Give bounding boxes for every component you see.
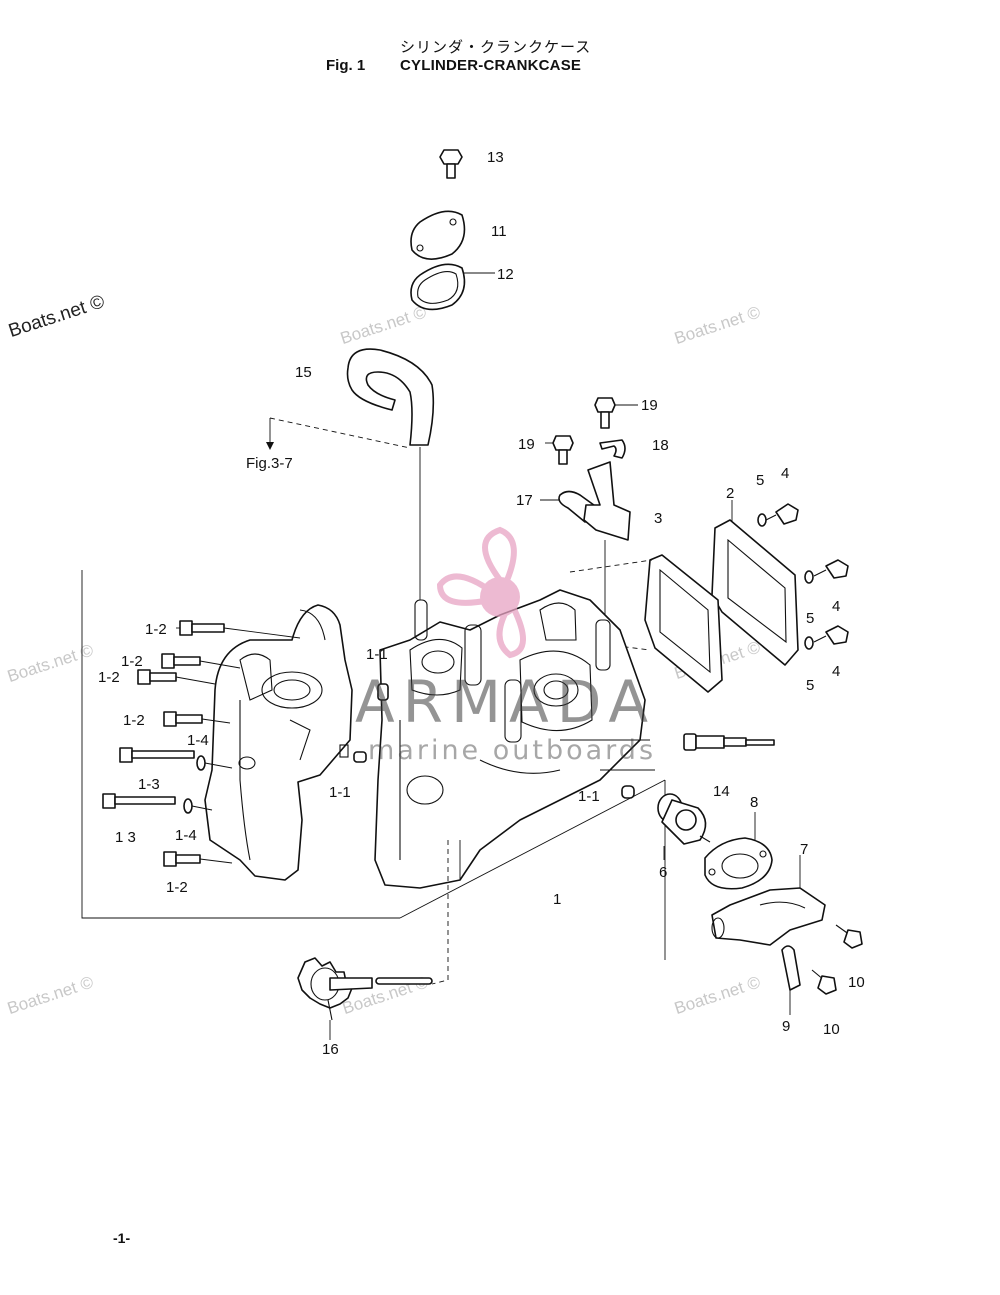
bolt-19-lower <box>552 435 574 465</box>
bolt-4-low <box>813 625 849 645</box>
callout-1-2-b: 1-2 <box>121 653 143 670</box>
callout-4-top: 4 <box>781 465 789 482</box>
callout-6: 6 <box>659 864 667 881</box>
callout-5-mid: 5 <box>806 610 814 627</box>
dowel-pin-1-1-top <box>377 683 389 701</box>
japanese-title: シリンダ・クランクケース <box>400 38 592 56</box>
callout-1-3-a: 1-3 <box>138 776 160 793</box>
armada-logo-icon <box>436 526 526 659</box>
cover-gasket <box>644 554 723 693</box>
callout-5-top: 5 <box>756 472 764 489</box>
dowel-pin-1-1-low <box>621 785 635 799</box>
callout-1-3-b: 1 3 <box>115 829 136 846</box>
callout-11: 11 <box>491 223 507 240</box>
callout-1-4-a: 1-4 <box>187 732 209 749</box>
hose-15 <box>346 348 435 446</box>
callout-2: 2 <box>726 485 734 502</box>
figure-title: CYLINDER-CRANKCASE <box>400 57 582 74</box>
callout-15: 15 <box>295 364 312 381</box>
crankcase-left-half <box>204 604 353 881</box>
gear-shaft-16 <box>297 957 433 1021</box>
callout-1-2-a: 1-2 <box>145 621 167 638</box>
washer-1-4-b <box>183 798 193 814</box>
page-number: -1- <box>113 1230 131 1246</box>
callout-1-2-c: 1-2 <box>98 669 120 686</box>
callout-9: 9 <box>782 1018 790 1035</box>
callout-12: 12 <box>497 266 514 283</box>
brand-watermark: ARMADA <box>355 668 657 736</box>
callout-1-2-d: 1-2 <box>123 712 145 729</box>
bolt-1-2-a <box>179 620 225 636</box>
callout-8: 8 <box>750 794 758 811</box>
bracket-3 <box>583 461 631 541</box>
bolt-1-2-d <box>163 711 203 727</box>
callout-1-2-e: 1-2 <box>166 879 188 896</box>
clip-18 <box>599 439 626 459</box>
callout-19-upper: 19 <box>641 397 658 414</box>
callout-10-lower: 10 <box>823 1021 840 1038</box>
thermostat-cover-7 <box>711 887 826 946</box>
callout-4-low: 4 <box>832 663 840 680</box>
callout-18: 18 <box>652 437 669 454</box>
washer-1-4-a <box>196 755 206 771</box>
cover-plate-11 <box>410 210 466 260</box>
callout-19-lower: 19 <box>518 436 535 453</box>
dowel-pin-1-1-mid <box>353 751 367 763</box>
bolt-1-2-c <box>137 669 177 685</box>
hose-9 <box>781 945 801 991</box>
bolt-1-2-b <box>161 653 201 669</box>
figure-number: Fig. 1 <box>326 57 366 74</box>
bolt-19-upper <box>594 397 616 429</box>
washer-5-low <box>804 636 814 650</box>
long-bolt-1-3-a <box>119 747 195 763</box>
callout-13: 13 <box>487 149 504 166</box>
bolt-1-2-e <box>163 851 201 867</box>
callout-10-upper: 10 <box>848 974 865 991</box>
bolt-10-upper <box>835 924 863 949</box>
callout-3: 3 <box>654 510 662 527</box>
callout-7: 7 <box>800 841 808 858</box>
washer-5-top <box>757 513 767 527</box>
callout-1-1-mid: 1-1 <box>329 784 351 801</box>
thermostat-6 <box>657 793 711 845</box>
callout-5-low: 5 <box>806 677 814 694</box>
bolt-4-top <box>765 503 799 525</box>
gasket-8 <box>704 837 773 890</box>
spark-plug-14 <box>683 733 775 751</box>
callout-17: 17 <box>516 492 533 509</box>
callout-1-1-right: 1-1 <box>578 788 600 805</box>
bolt-4-mid <box>813 559 849 579</box>
bolt-13 <box>439 149 463 179</box>
long-bolt-1-3-b <box>102 793 176 809</box>
callout-1-1-top: 1-1 <box>366 646 388 663</box>
bolt-10-lower <box>811 969 837 995</box>
brand-watermark-subtitle: marine outboards <box>368 735 657 766</box>
washer-5-mid <box>804 570 814 584</box>
figure-reference: Fig.3-7 <box>246 455 293 472</box>
cylinder-block-1 <box>374 589 646 889</box>
callout-14: 14 <box>713 783 730 800</box>
callout-4-mid: 4 <box>832 598 840 615</box>
callout-1-4-b: 1-4 <box>175 827 197 844</box>
callout-1: 1 <box>553 891 561 908</box>
callout-16: 16 <box>322 1041 339 1058</box>
